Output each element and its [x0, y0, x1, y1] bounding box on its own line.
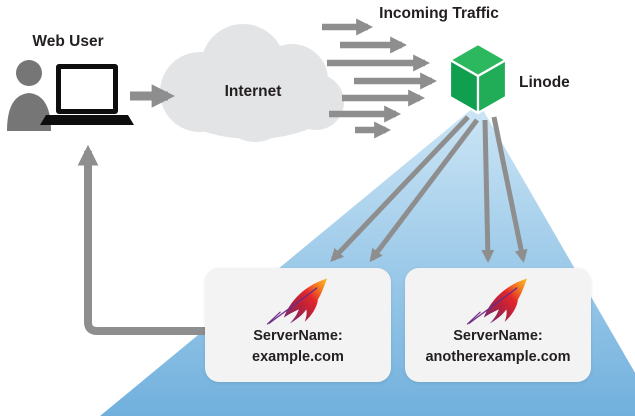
internet-cloud-icon: [160, 24, 344, 142]
incoming-traffic-label: Incoming Traffic: [379, 5, 499, 22]
apache-feather-icon: [266, 278, 328, 325]
route-arrow: [481, 119, 495, 263]
apache-feather-icon: [466, 278, 528, 325]
incoming-traffic-arrows: [322, 18, 438, 139]
response-arrow: [77, 144, 216, 335]
server-name-label: ServerName:: [453, 328, 543, 344]
route-arrow: [330, 115, 470, 262]
person-icon: [7, 60, 51, 131]
linode-label: Linode: [519, 74, 570, 91]
server-name-label: ServerName:: [253, 328, 343, 344]
route-arrow: [491, 116, 528, 263]
distribution-arrows: [330, 115, 528, 263]
laptop-icon: [40, 64, 134, 125]
route-arrow: [369, 118, 479, 263]
server-domain: example.com: [252, 349, 344, 365]
server-domain: anotherexample.com: [425, 349, 571, 365]
server-card-example: ServerName: example.com: [205, 268, 391, 382]
linode-cube-icon: [448, 42, 508, 115]
server-card-anotherexample: ServerName: anotherexample.com: [405, 268, 591, 382]
internet-label: Internet: [224, 83, 282, 100]
web-user-label: Web User: [32, 33, 104, 50]
